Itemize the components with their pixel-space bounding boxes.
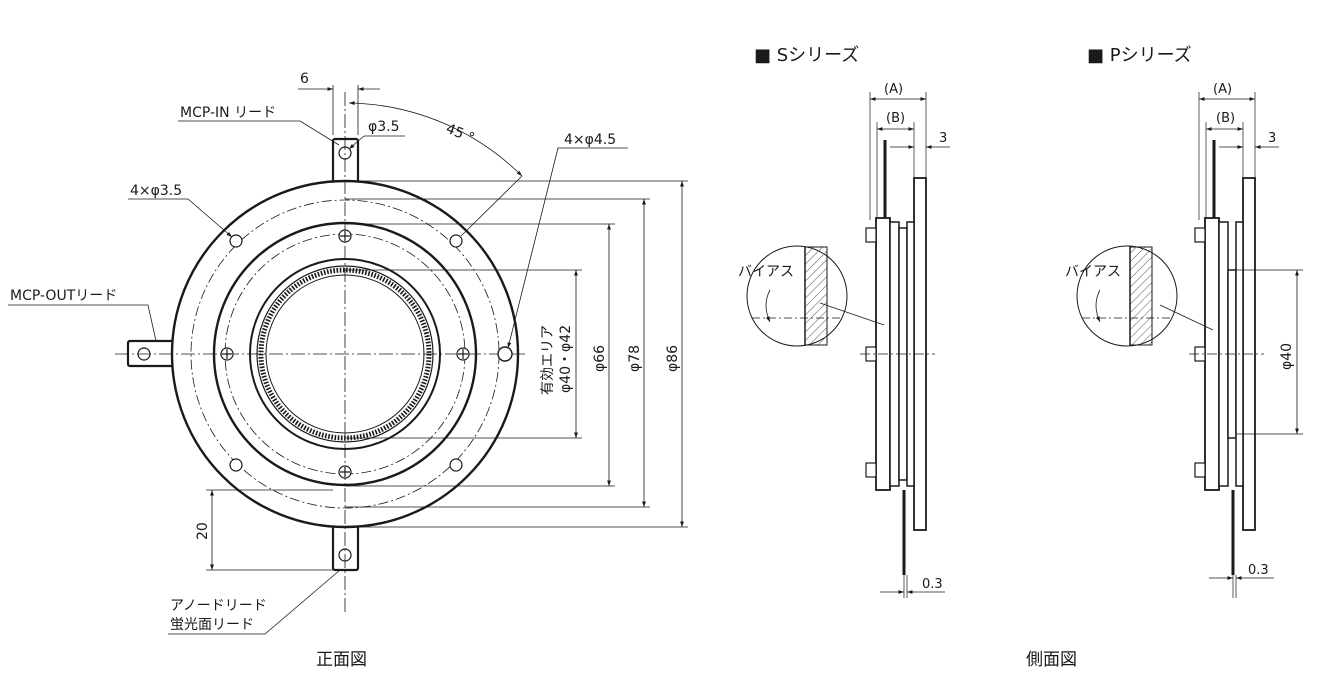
phosphor-lead-label: 蛍光面リード <box>170 617 254 633</box>
p-series-title: ■ Pシリーズ <box>1087 45 1192 66</box>
p-dim-3: 3 <box>1268 131 1276 146</box>
effective-area-label-1: 有効エリア <box>540 325 556 395</box>
mcp-out-label: MCP-OUTリード <box>10 288 117 304</box>
lead-hole-label: φ3.5 <box>368 119 400 135</box>
mcp-in-label: MCP-IN リード <box>180 105 276 121</box>
side-view-p: ■ Pシリーズ (A) (B) 3 φ40 <box>1065 45 1303 598</box>
front-view: 6 MCP-IN リード φ3.5 45 ° 4×φ4.5 4×φ3.5 MCP… <box>8 71 688 670</box>
p-bias-label: バイアス <box>1065 264 1121 280</box>
screws <box>220 229 470 479</box>
outer-mounting-holes <box>229 234 513 472</box>
inner-holes-label: 4×φ3.5 <box>130 183 182 199</box>
s-dim-b: (B) <box>886 111 905 126</box>
front-view-caption: 正面図 <box>316 650 367 670</box>
s-dim-a: (A) <box>884 82 903 97</box>
outer-holes-label: 4×φ4.5 <box>564 132 616 148</box>
d66-label: φ66 <box>592 345 608 372</box>
s-dim-03: 0.3 <box>922 577 943 592</box>
anode-lead-label: アノードリード <box>170 598 267 614</box>
side-view-s: ■ Sシリーズ (A) (B) 3 0.3 <box>738 45 950 598</box>
dim-lead-width-text: 6 <box>300 71 309 87</box>
p-dim-03: 0.3 <box>1248 563 1269 578</box>
d78-label: φ78 <box>627 345 643 372</box>
lead-length-label: 20 <box>195 522 211 540</box>
side-view-caption: 側面図 <box>1026 650 1077 670</box>
d86-label: φ86 <box>665 345 681 372</box>
effective-area-label-2: φ40・φ42 <box>558 325 574 393</box>
s-bias-label: バイアス <box>738 264 794 280</box>
p-dim-a: (A) <box>1213 82 1232 97</box>
p-dim-b: (B) <box>1216 111 1235 126</box>
angle-label: 45 ° <box>444 121 477 147</box>
s-dim-3: 3 <box>939 131 947 146</box>
p-d40-label: φ40 <box>1279 343 1295 370</box>
s-series-title: ■ Sシリーズ <box>754 45 859 66</box>
